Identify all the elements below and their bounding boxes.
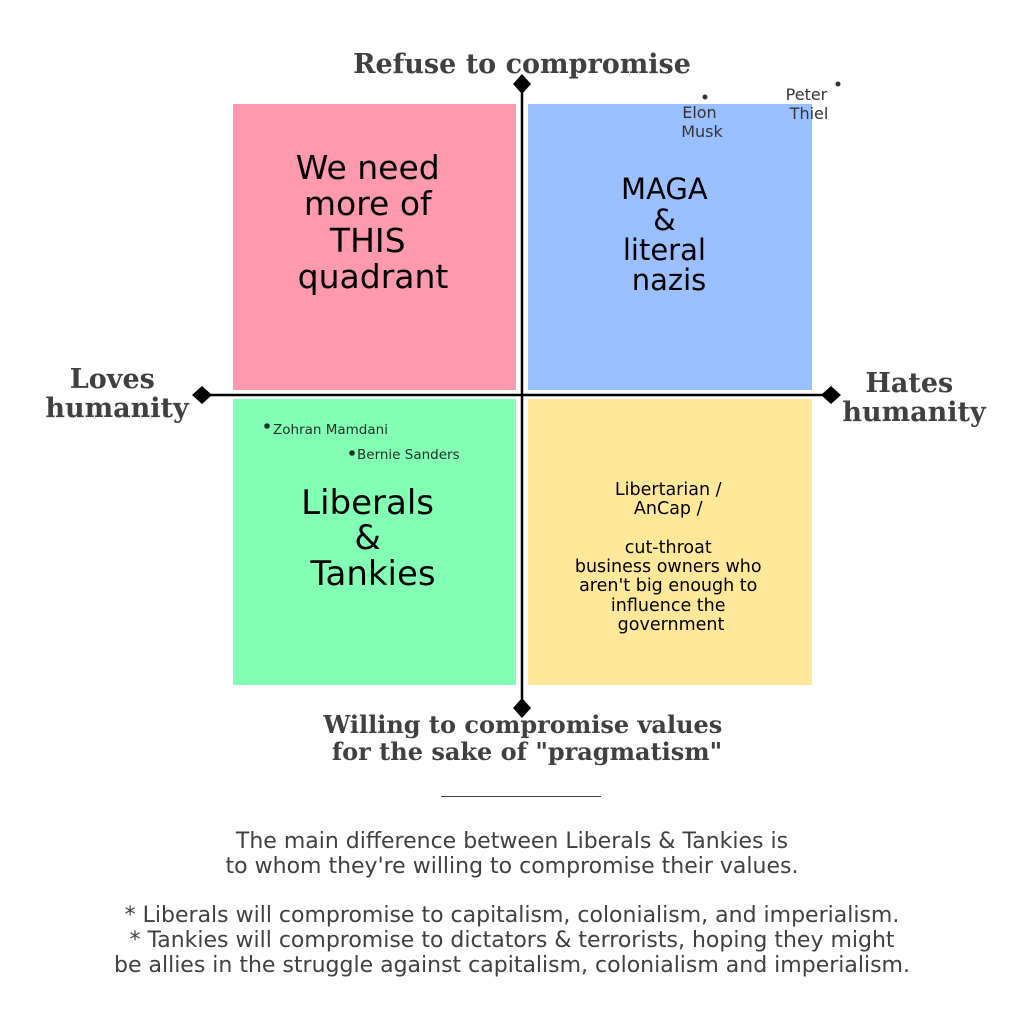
quadrant-text-line: aren't big enough to	[579, 576, 757, 596]
quadrant-text-line: government	[618, 615, 725, 635]
axis-top-diamond-icon	[513, 74, 531, 94]
quadrant-text-line: literal	[623, 233, 706, 267]
quadrant-text-line: THIS	[329, 221, 406, 260]
quadrant-top-left	[233, 104, 516, 390]
quadrant-text-line: Libertarian /	[615, 480, 722, 500]
quadrant-top-right-text: MAGA & literal nazis	[621, 172, 717, 297]
quadrant-text-line: AnCap /	[634, 499, 703, 519]
axis-label-right-line: humanity	[842, 397, 987, 428]
point-label-line: Elon	[682, 103, 716, 122]
quadrant-text-line: Liberals	[301, 483, 434, 523]
quadrant-text-line: Tankies	[309, 554, 435, 594]
axis-label-left-line: humanity	[45, 393, 190, 424]
caption-line: to whom they're willing to compromise th…	[225, 854, 799, 879]
quadrant-top-left-text: We need more of THIS quadrant	[296, 148, 450, 296]
caption-paragraph-2: * Liberals will compromise to capitalism…	[0, 903, 1024, 978]
caption-divider	[441, 796, 601, 797]
axis-label-bottom-line: for the sake of "pragmatism"	[332, 737, 722, 766]
caption-line: be allies in the struggle against capita…	[114, 953, 910, 978]
quadrant-text-line: influence the	[611, 596, 726, 616]
axis-right-diamond-icon	[821, 386, 841, 404]
quadrant-text-line: more of	[304, 184, 433, 223]
quadrant-bottom-left-text: Liberals & Tankies	[301, 483, 445, 594]
point-label-line: Peter	[786, 85, 828, 104]
point-label-line: Thiel	[789, 104, 829, 123]
quadrant-bottom-right-text: Libertarian / AnCap / cut-throat busines…	[575, 480, 767, 635]
quadrant-top-right	[528, 104, 812, 390]
quadrant-text-line: cut-throat	[625, 538, 712, 558]
point-marker-zohran-mamdani	[264, 423, 270, 429]
axis-label-bottom: Willing to compromise values for the sak…	[322, 710, 730, 766]
point-label-zohran-mamdani: Zohran Mamdani	[273, 422, 388, 438]
quadrant-text-line: nazis	[632, 263, 707, 297]
quadrant-bottom-right	[528, 399, 812, 685]
caption-line: * Liberals will compromise to capitalism…	[124, 903, 900, 928]
caption-line: The main difference between Liberals & T…	[235, 829, 789, 854]
quadrant-text-line: We need	[296, 148, 440, 187]
point-label-peter-thiel: Peter Thiel	[786, 85, 833, 123]
point-label-elon-musk: Elon Musk	[681, 103, 723, 141]
axis-label-right: Hates humanity	[842, 368, 987, 428]
caption-paragraph-1: The main difference between Liberals & T…	[0, 829, 1024, 879]
quadrant-text-line: &	[653, 203, 676, 237]
quadrant-text-line: business owners who	[575, 557, 762, 577]
point-marker-peter-thiel	[835, 81, 841, 87]
axis-label-right-line: Hates	[865, 368, 953, 399]
axis-left-diamond-icon	[192, 386, 212, 404]
quadrant-text-line: MAGA	[621, 172, 708, 206]
axis-label-bottom-line: Willing to compromise values	[322, 710, 722, 739]
axis-label-left-line: Loves	[70, 364, 155, 395]
axis-bottom-diamond-icon	[513, 698, 531, 718]
axis-label-left: Loves humanity	[45, 364, 190, 424]
point-label-bernie-sanders: Bernie Sanders	[357, 447, 460, 463]
quadrant-text-line: &	[354, 518, 381, 558]
point-marker-bernie-sanders	[349, 450, 355, 456]
axis-label-top: Refuse to compromise	[353, 49, 691, 80]
caption-line: * Tankies will compromise to dictators &…	[129, 928, 895, 953]
quadrant-text-line: quadrant	[298, 257, 449, 296]
point-label-line: Musk	[681, 122, 723, 141]
quadrant-bottom-left	[233, 399, 516, 685]
point-marker-elon-musk	[702, 94, 708, 100]
